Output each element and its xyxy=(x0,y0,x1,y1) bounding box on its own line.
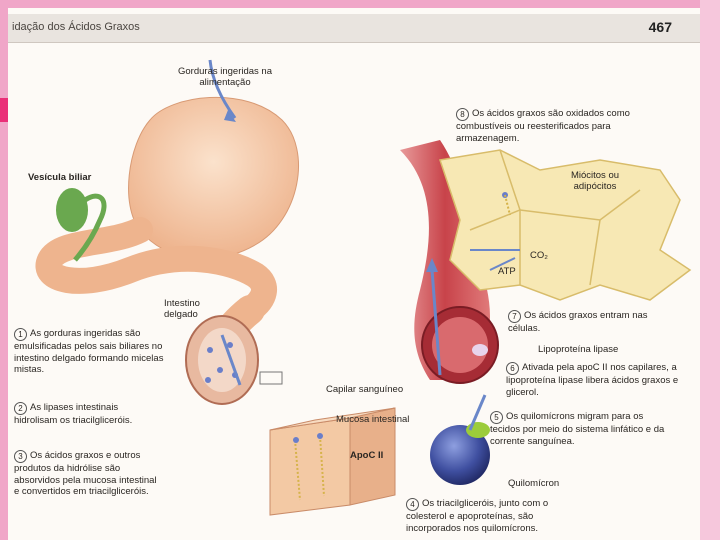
label-small-intestine: Intestino delgado xyxy=(164,298,224,320)
step-text: Ativada pela apoC II nos capilares, a li… xyxy=(506,362,678,398)
label-capillary: Capilar sanguíneo xyxy=(326,384,403,395)
step-text: As lipases intestinais hidrolisam os tri… xyxy=(14,402,132,426)
stomach xyxy=(129,60,299,259)
label-atp: ATP xyxy=(498,266,516,277)
step-text: Os triacilgliceróis, junto com o coleste… xyxy=(406,498,548,534)
step-text: As gorduras ingeridas são emulsificadas … xyxy=(14,328,163,375)
step-text: Os ácidos graxos são oxidados como combu… xyxy=(456,108,630,144)
step-text: Os quilomícrons migram para os tecidos p… xyxy=(490,411,664,447)
label-apoc: ApoC II xyxy=(350,450,383,461)
label-chylomicron: Quilomícron xyxy=(508,478,559,489)
step-number: 7 xyxy=(508,310,521,323)
step-number: 2 xyxy=(14,402,27,415)
chylomicron xyxy=(430,422,490,485)
step-number: 5 xyxy=(490,411,503,424)
step-number: 1 xyxy=(14,328,27,341)
step-text: Os ácidos graxos e outros produtos da hi… xyxy=(14,450,157,497)
label-co2: CO₂ xyxy=(530,250,548,261)
label-dietary-fats: Gorduras ingeridas na alimentação xyxy=(170,66,280,88)
label-myocytes: Miócitos ou adipócitos xyxy=(560,170,630,192)
step-text: Os ácidos graxos entram nas células. xyxy=(508,310,648,334)
intestine-cross-section xyxy=(186,316,282,404)
step-number: 6 xyxy=(506,362,519,375)
step-number: 3 xyxy=(14,450,27,463)
label-lipoprotein-lipase: Lipoproteína lipase xyxy=(538,344,618,355)
label-intestinal-mucosa: Mucosa intestinal xyxy=(336,414,409,425)
step-number: 4 xyxy=(406,498,419,511)
step-number: 8 xyxy=(456,108,469,121)
label-gallbladder: Vesícula biliar xyxy=(28,172,91,183)
